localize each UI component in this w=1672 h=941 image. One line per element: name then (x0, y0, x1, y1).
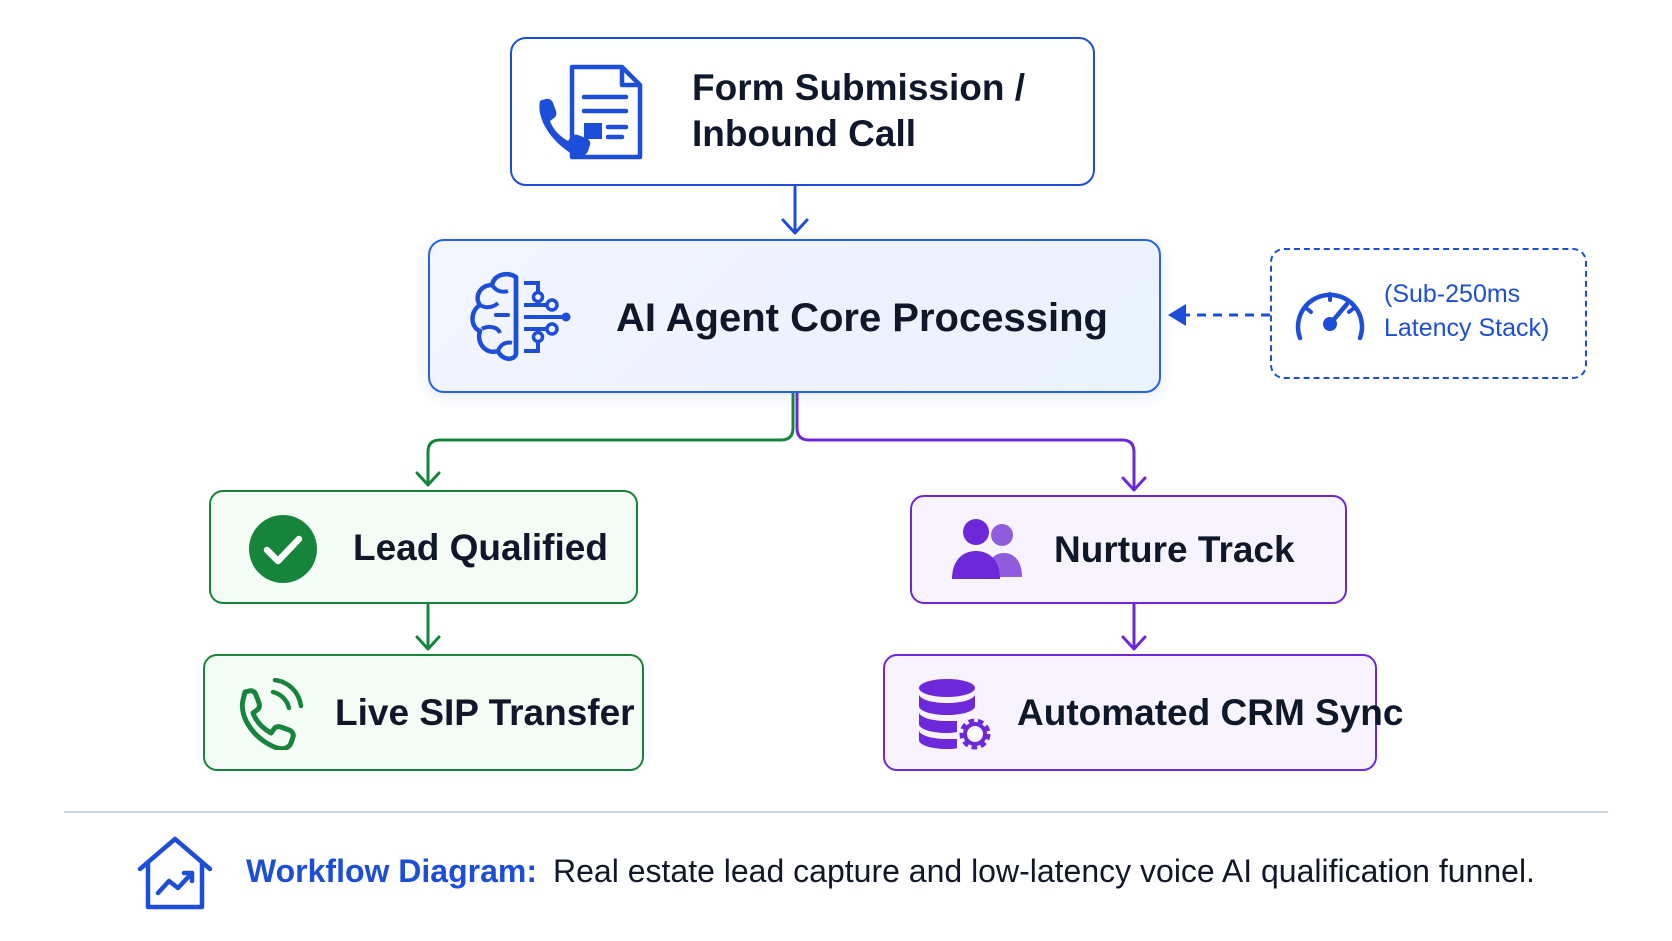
node-lead-qualified-label: Lead Qualified (353, 527, 608, 568)
speedometer-icon (1292, 280, 1368, 351)
node-ai-core-label: AI Agent Core Processing (616, 296, 1108, 340)
node-live-sip-transfer: Live SIP Transfer (203, 654, 644, 771)
caption-text: Real estate lead capture and low-latency… (553, 853, 1535, 889)
node-live-sip-transfer-label: Live SIP Transfer (335, 692, 635, 733)
node-crm-sync-label: Automated CRM Sync (1017, 692, 1404, 733)
arrow-core-to-nurture (795, 393, 1147, 492)
node-nurture-track-label: Nurture Track (1054, 529, 1295, 570)
caption-title: Workflow Diagram: (246, 853, 537, 889)
footer-divider (64, 811, 1608, 813)
node-form-submission-line1: Form Submission / (692, 67, 1026, 108)
node-crm-sync: Automated CRM Sync (883, 654, 1403, 771)
check-circle-icon (247, 513, 319, 590)
database-gear-icon (917, 678, 993, 757)
brain-circuit-icon (468, 269, 572, 370)
node-latency-line2: Latency Stack) (1384, 313, 1550, 342)
node-latency-stack: (Sub-250ms Latency Stack) (1270, 248, 1587, 379)
diagram-caption: Workflow Diagram: Real estate lead captur… (246, 853, 1535, 890)
node-ai-core: AI Agent Core Processing (428, 239, 1161, 393)
phone-form-icon (534, 61, 644, 166)
users-icon (950, 517, 1024, 586)
node-latency-line1: (Sub-250ms (1384, 280, 1521, 308)
arrow-input-to-core (781, 186, 809, 235)
node-nurture-track: Nurture Track (910, 495, 1347, 604)
arrow-nurture-to-crm (1121, 604, 1147, 651)
node-form-submission-line2: Inbound Call (692, 113, 917, 155)
house-chart-icon (136, 835, 214, 916)
arrow-core-to-qualified (415, 393, 795, 487)
arrow-qualified-to-transfer (415, 604, 441, 651)
arrow-latency-to-core (1168, 304, 1270, 326)
node-form-submission: Form Submission / Inbound Call (510, 37, 1095, 186)
node-lead-qualified: Lead Qualified (209, 490, 638, 604)
phone-ringing-icon (235, 677, 305, 755)
